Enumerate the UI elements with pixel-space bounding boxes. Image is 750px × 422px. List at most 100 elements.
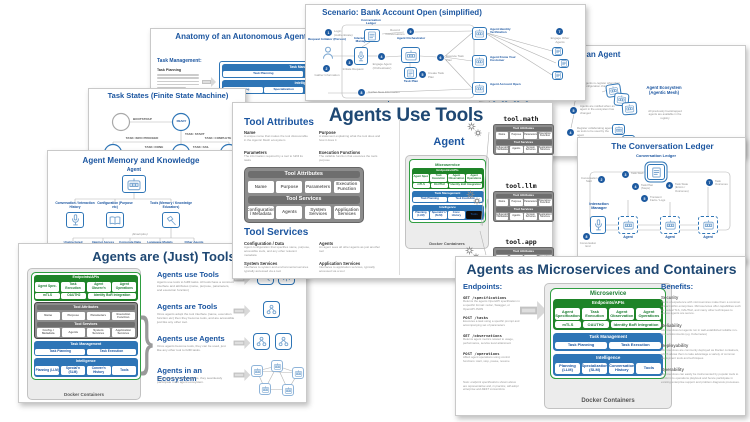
chip-row: Task Planning Task Execution — [35, 348, 137, 355]
endpoints-apis-section: Endpoints/APIs Agent Spec Task Execution… — [411, 167, 484, 190]
attr-text: The callable function that executes the … — [319, 154, 378, 162]
benefit-name: Reliability — [661, 323, 682, 328]
docker-container-box: Microservice Endpoints/APIs Agent Specif… — [544, 283, 672, 409]
card-use-tools[interactable]: Agents Use Tools Tool Attributes Name A … — [232, 102, 554, 279]
toolbox-header: Tool Services — [36, 322, 135, 327]
intelligence-section: Intelligence Planning (LLM) Specializati… — [553, 353, 664, 377]
attribute-chip: Purpose — [61, 311, 85, 321]
transition-label: TASK: FAIL — [192, 145, 210, 149]
step-circle: 5 — [570, 107, 577, 114]
step-label: Gather Information — [314, 73, 340, 77]
ledger-title: The Conversation Ledger — [611, 141, 714, 151]
examples-label: (Examples) — [132, 232, 148, 236]
service-chip: Configuration / Metadata — [495, 145, 509, 153]
intel-chip: Tools — [112, 365, 137, 376]
card-ledger[interactable]: The Conversation Ledger Conversation Led… — [577, 137, 746, 262]
svc-name: Application Services — [319, 261, 361, 266]
intel-chip: Conversation History — [609, 362, 635, 375]
service-chip: Agents — [509, 212, 523, 220]
mic-icon — [354, 47, 368, 65]
docker-caption: Docker Containers — [581, 398, 635, 404]
svc-name: Configuration / Data — [244, 241, 285, 246]
benefit-text: Years of experience with microservices m… — [661, 300, 741, 316]
attribute-chip: Name — [36, 311, 60, 321]
task-chip: Task Execution — [448, 197, 483, 202]
attribute-chip: Execution Function — [333, 180, 360, 194]
body-text-lines — [157, 74, 199, 90]
row-heading: Agents in an Ecosystem — [157, 366, 203, 384]
section-header: Task Management — [70, 342, 102, 347]
step-label: Conversation Start — [581, 176, 598, 184]
attr-text: The information required by a tool to fu… — [244, 154, 303, 162]
chip-row: Agent Spec. Task Execution Agent Observ'… — [35, 282, 137, 292]
section-header: Endpoints/APIs — [72, 275, 100, 280]
intel-chip: Specialization — [264, 87, 304, 93]
step-label: Record Conversations — [385, 28, 405, 36]
step-circle: 9 — [407, 28, 414, 35]
card-scenario[interactable]: Scenario: Bank Account Open (simplified)… — [305, 4, 586, 101]
memory-agent-label: Agent — [126, 167, 142, 173]
interaction-manager-label: Interaction Manager — [354, 36, 370, 44]
ecosystem-agent-icon — [282, 384, 294, 396]
memory-child-label: Conversation / Interaction History — [55, 201, 95, 209]
sub-tool-icon — [552, 71, 563, 80]
intel-chip: Planning (LLM) — [35, 365, 60, 376]
right-arrow-icon — [202, 77, 216, 87]
step-circle: 1 — [325, 29, 332, 36]
gear-icon — [474, 129, 482, 137]
chip-row: mTLS OAUTH2 Identity BoR Integration — [35, 293, 137, 299]
agent-icon — [618, 216, 638, 234]
orchestrator-icon — [401, 47, 420, 63]
endpoint-signature: GET /specifications — [463, 295, 507, 300]
step-circle: 4 — [567, 129, 574, 136]
section-header: Intelligence — [596, 354, 621, 360]
ecosystem-note: All previously bootstrapped agents are a… — [648, 109, 682, 120]
use-tools-title: Agents Use Tools — [328, 105, 484, 126]
task-management-section: Task Management Task Planning Task Execu… — [553, 332, 664, 352]
card-microservices[interactable]: Agents as Microservices and Containers E… — [455, 256, 746, 416]
chip-row: mTLS OAUTH2 Identity BoR Integration — [412, 182, 483, 188]
mic-icon — [66, 212, 84, 228]
microservice-box: Microservice Endpoints/APIs Agent Specif… — [550, 288, 667, 380]
chip-row: Task Planning Task Execution — [412, 197, 483, 202]
step-label: Transient Facts / Logs — [650, 195, 666, 203]
agent-tool-icon — [253, 333, 270, 350]
endpoint-text: Returns agent metrics related to usage, … — [463, 337, 514, 345]
example-label: Internet Access — [91, 240, 115, 244]
agent-heading: Agent — [433, 136, 465, 148]
chip-row: Task Planning Task Execution — [554, 342, 662, 350]
task-chip: Task Planning — [35, 348, 85, 355]
attr-name: Purpose — [319, 130, 336, 135]
intel-chip: Specializ'n (SLM) — [430, 211, 447, 219]
toolbox-header: Tool Services — [247, 196, 360, 204]
endpoint-chip: Agent Operations — [465, 173, 483, 182]
gear-icon — [473, 197, 481, 205]
agent-icon — [621, 101, 638, 116]
endpoints-apis-section: Endpoints/APIs Agent Specification Task … — [553, 298, 664, 331]
ledger-icon — [364, 29, 380, 42]
endpoint-chip: Agent Specification — [554, 308, 581, 320]
row-heading: Agents use Agents — [157, 334, 225, 343]
benefits-heading: Benefits: — [661, 282, 694, 291]
task-management-section: Task Management Task Planning Task Execu… — [33, 341, 138, 357]
card-just-tools[interactable]: Agents are (Just) Tools Endpoints/APIs A… — [18, 243, 307, 403]
attribute-chip: Name — [495, 198, 509, 206]
step-label: Create Task Plan — [428, 71, 444, 79]
toolbox-header: Tool Attributes — [495, 126, 552, 131]
attribute-chip: Parameters — [86, 311, 110, 321]
endpoint-chip: Task Execution — [582, 308, 608, 320]
section-header: Task Management — [289, 64, 319, 69]
agent-icon — [472, 82, 487, 95]
step-label: Engage Other Agents — [550, 36, 570, 44]
orchestrator-label: Agent Orchestrator — [396, 36, 426, 40]
endpoint-chip: Agent Observ'n — [86, 282, 111, 292]
attr-name: Execution Functions — [319, 150, 361, 155]
row-text: Once agents adopt the tool interface (na… — [157, 312, 235, 324]
scenario-agent-label: Agent Know Your Customer — [490, 55, 516, 63]
step-label: Execute Task Plan — [446, 54, 464, 62]
ecosystem-agent-icon — [259, 383, 271, 395]
memory-child-label: Tools (Memory / Knowledge Educators) — [149, 201, 193, 209]
